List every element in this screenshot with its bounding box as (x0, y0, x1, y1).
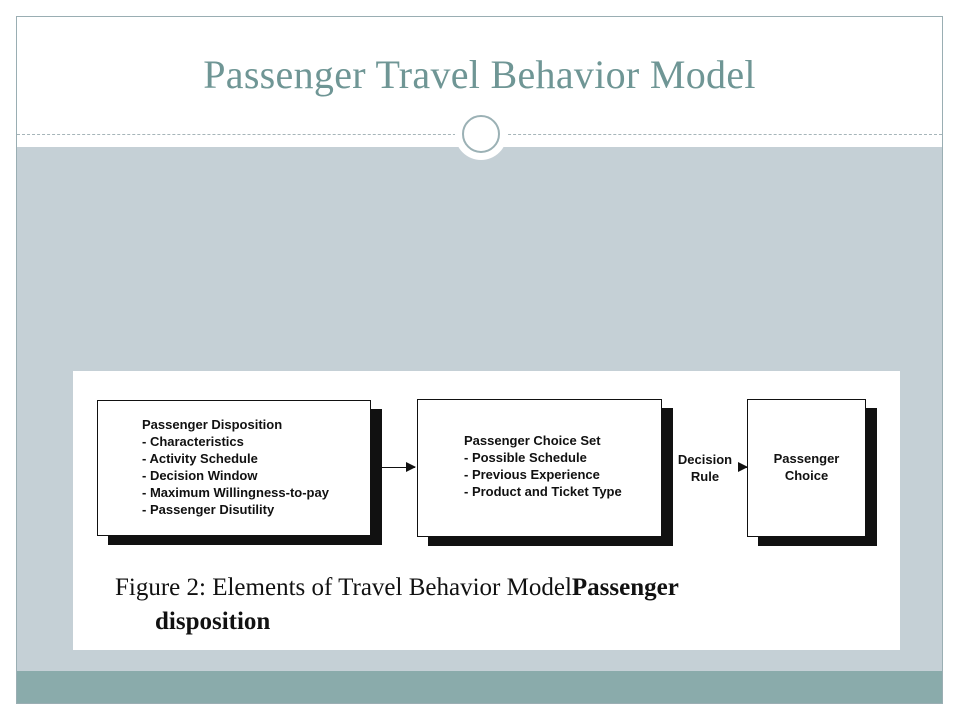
choiceset-list: - Possible Schedule - Previous Experienc… (464, 449, 661, 500)
arrow-disposition-to-choiceset (381, 462, 416, 472)
caption-bold-inline: Passenger (571, 574, 679, 601)
disposition-item: - Activity Schedule (142, 451, 258, 466)
passenger-choice-box: Passenger Choice (747, 399, 866, 537)
choice-line1: Passenger (773, 451, 840, 466)
choiceset-heading: Passenger Choice Set (464, 433, 601, 448)
disposition-item: - Maximum Willingness-to-pay (142, 485, 329, 500)
content-band: Passenger Disposition - Characteristics … (17, 147, 942, 671)
passenger-disposition-box: Passenger Disposition - Characteristics … (97, 400, 371, 536)
disposition-item: - Decision Window (142, 468, 258, 483)
footer-band (17, 671, 942, 703)
disposition-item: - Characteristics (142, 434, 244, 449)
decision-rule-line1: Decision (677, 452, 733, 467)
choice-line2: Choice (784, 468, 829, 483)
decision-rule-label: Decision Rule (671, 451, 739, 485)
choiceset-item: - Product and Ticket Type (464, 484, 622, 499)
figure-image: Passenger Disposition - Characteristics … (73, 371, 900, 650)
decision-rule-line2: Rule (690, 469, 720, 484)
slide-frame: Passenger Travel Behavior Model Passenge… (16, 16, 943, 704)
passenger-choice-set-box: Passenger Choice Set - Possible Schedule… (417, 399, 662, 537)
caption-bold-line2: disposition (155, 608, 271, 635)
circle-ornament-icon (455, 108, 507, 160)
disposition-list: - Characteristics - Activity Schedule - … (142, 433, 370, 518)
slide-title: Passenger Travel Behavior Model (203, 52, 756, 97)
disposition-item: - Passenger Disutility (142, 502, 275, 517)
figure-caption: Figure 2: Elements of Travel Behavior Mo… (115, 571, 895, 639)
choiceset-item: - Previous Experience (464, 467, 600, 482)
caption-text: Figure 2: Elements of Travel Behavior Mo… (115, 574, 572, 601)
disposition-heading: Passenger Disposition (142, 417, 283, 432)
choiceset-item: - Possible Schedule (464, 450, 587, 465)
arrow-to-choice (738, 462, 748, 472)
circle-ornament-ring (462, 115, 500, 153)
